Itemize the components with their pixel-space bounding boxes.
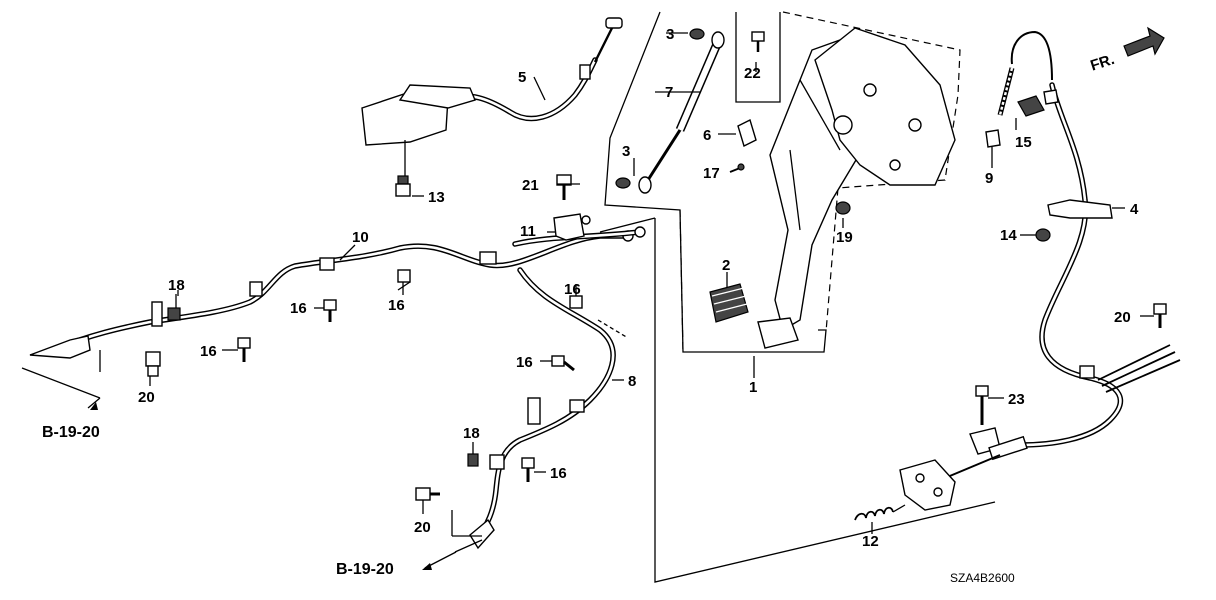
callout-11: 11 [520, 223, 536, 240]
callout-13: 13 [428, 189, 445, 206]
bolt-23 [975, 385, 1004, 425]
callout-19: 19 [836, 229, 853, 246]
bracket-11 [553, 213, 591, 241]
front-cable-5 [361, 17, 623, 176]
callout-20-c: 20 [1114, 309, 1131, 326]
callout-4: 4 [1130, 201, 1139, 218]
rear-cable-frame [599, 217, 996, 583]
bolt-20-c [1140, 303, 1167, 328]
callout-2: 2 [722, 257, 730, 274]
callout-1: 1 [749, 379, 757, 396]
front-direction-label: FR. [1088, 51, 1116, 75]
callout-15: 15 [1015, 134, 1032, 151]
bolt-16-f [521, 457, 546, 482]
pedal-pad-2 [709, 283, 749, 323]
callout-21: 21 [522, 177, 539, 194]
spring-12 [854, 504, 906, 534]
bolt-16-a [222, 337, 251, 362]
screw-17 [729, 163, 745, 173]
cable-end-left [21, 335, 101, 410]
bolt-22 [751, 31, 765, 52]
clip-6 [718, 119, 757, 147]
clip-18-b [467, 442, 479, 467]
nut-3-lower [615, 177, 631, 189]
callout-16-d: 16 [564, 281, 581, 298]
damper-7 [638, 31, 725, 194]
callout-3-upper: 3 [666, 26, 674, 43]
callout-12: 12 [862, 533, 879, 550]
bolt-20-b [415, 487, 440, 514]
bolt-16-c [397, 269, 411, 295]
bolt-20-a [145, 351, 161, 386]
callout-6: 6 [703, 127, 711, 144]
callout-14: 14 [1000, 227, 1017, 244]
nut-3-upper [689, 28, 705, 40]
callout-16-f: 16 [550, 465, 567, 482]
callout-17: 17 [703, 165, 720, 182]
bolt-16-e [540, 355, 575, 372]
callout-16-c: 16 [388, 297, 405, 314]
callout-8: 8 [628, 373, 636, 390]
bolt-16-d [569, 284, 583, 309]
parking-brake-pedal-1 [753, 27, 956, 378]
callout-7: 7 [665, 84, 673, 101]
callout-16-a: 16 [200, 343, 217, 360]
adjuster-9 [985, 67, 1015, 168]
leader-lines [177, 32, 844, 381]
bolt-16-b [314, 299, 337, 322]
rear-cable-10 [55, 230, 634, 351]
reference-bottom: B-19-20 [336, 561, 394, 578]
callout-5: 5 [518, 69, 526, 86]
callout-23: 23 [1008, 391, 1025, 408]
reference-left: B-19-20 [42, 424, 100, 441]
callout-16-b: 16 [290, 300, 307, 317]
callout-16-e: 16 [516, 354, 533, 371]
figure-code: SZA4B2600 [950, 571, 1015, 585]
equalizer-bracket [899, 427, 1028, 511]
cable-4 [1010, 30, 1181, 448]
callout-18-left: 18 [168, 277, 185, 294]
callout-9: 9 [985, 170, 993, 187]
callout-10: 10 [352, 229, 369, 246]
callout-3-lower: 3 [622, 143, 630, 160]
bolt-21 [556, 174, 572, 200]
clip-18-a [167, 294, 181, 321]
nut-14 [1020, 228, 1051, 242]
front-direction-arrow [1123, 26, 1165, 57]
nut-19 [835, 201, 851, 215]
bolt-13 [395, 175, 424, 197]
callout-labels: 5 3 7 3 6 17 22 21 11 10 13 2 19 1 18 16… [42, 26, 1139, 585]
clip-15 [1015, 89, 1059, 130]
callout-20-a: 20 [138, 389, 155, 406]
callout-20-b: 20 [414, 519, 431, 536]
callout-18-mid: 18 [463, 425, 480, 442]
rear-cable-8 [422, 226, 646, 570]
callout-22: 22 [744, 65, 761, 82]
